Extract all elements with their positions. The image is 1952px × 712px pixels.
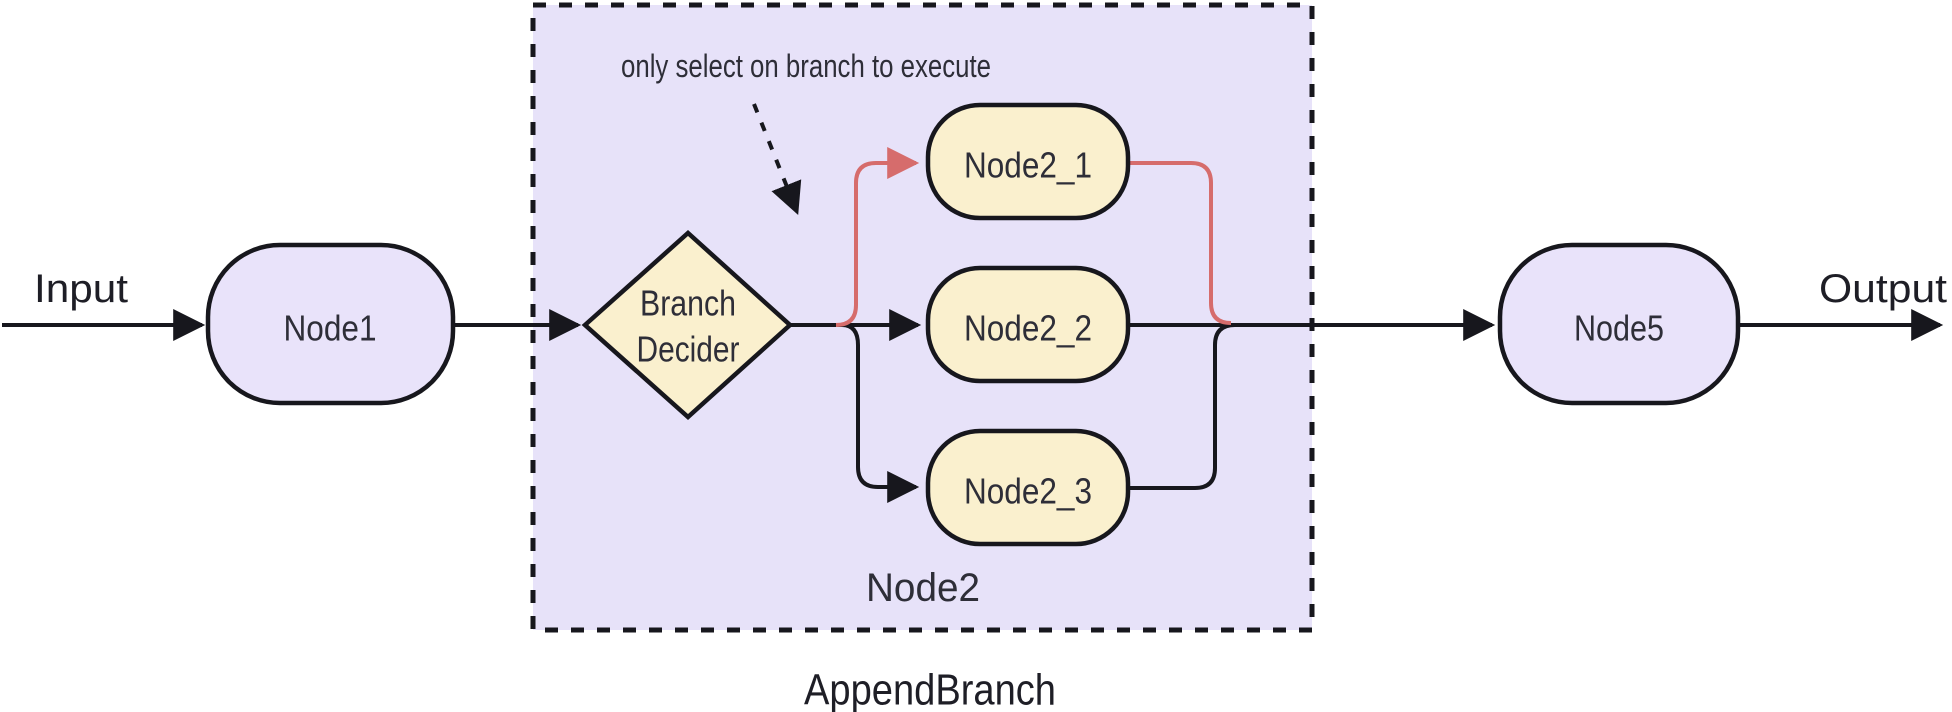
edge-decider-to-node2-3 xyxy=(841,323,920,503)
branch-decider-label-line1: Branch xyxy=(640,283,736,324)
node-node2-1: Node2_1 xyxy=(925,102,1131,221)
node2-2-shape xyxy=(925,265,1131,384)
node-node1: Node1 xyxy=(205,242,456,406)
node1-shape xyxy=(205,242,456,406)
edge-node2-3-to-merge xyxy=(1128,323,1236,490)
edge-node2-1-to-merge-selected xyxy=(1128,161,1232,325)
node2-3-label: Node2_3 xyxy=(964,471,1092,512)
node-node2-3: Node2_3 xyxy=(925,428,1131,547)
node2-1-label: Node2_1 xyxy=(964,145,1092,186)
node-node2-2: Node2_2 xyxy=(925,265,1131,384)
node2-2-label: Node2_2 xyxy=(964,308,1092,349)
node5-label: Node5 xyxy=(1574,308,1664,349)
node2-3-shape xyxy=(925,428,1131,547)
node1-label: Node1 xyxy=(284,308,377,349)
input-label: Input xyxy=(34,267,128,311)
branch-decider-shape xyxy=(581,229,794,421)
node-node5: Node5 xyxy=(1497,242,1741,406)
node2-1-shape xyxy=(925,102,1131,221)
output-label: Output xyxy=(1819,267,1947,311)
subgraph-node2-label: Node2 xyxy=(866,566,980,610)
appendbranch-label: AppendBranch xyxy=(804,666,1056,712)
node-branch-decider: Branch Decider xyxy=(581,229,794,421)
node5-shape xyxy=(1497,242,1741,406)
annotation-text: only select on branch to execute xyxy=(621,48,991,84)
branch-decider-label-line2: Decider xyxy=(637,329,740,370)
edge-decider-to-node2-1-selected xyxy=(835,147,920,327)
